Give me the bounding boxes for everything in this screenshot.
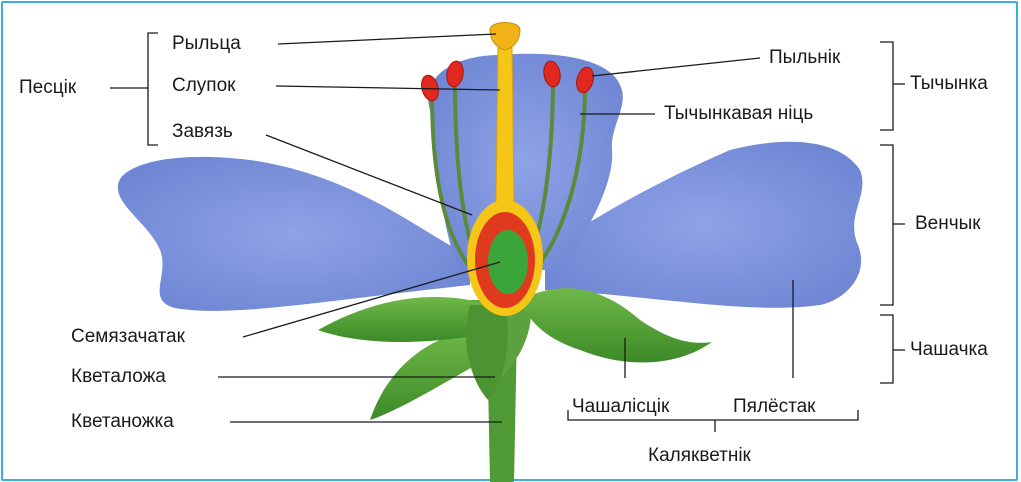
label-perianth: Калякветнік	[648, 445, 751, 467]
ovule	[488, 230, 528, 294]
style	[496, 48, 514, 205]
venchyk-bracket	[880, 145, 893, 305]
chashachka-bracket	[880, 315, 893, 383]
label-ovary: Завязь	[172, 121, 233, 143]
label-petal: Пялёстак	[733, 396, 815, 418]
label-pistil: Песцік	[19, 77, 76, 99]
pescik-bracket	[148, 33, 158, 145]
label-style: Слупок	[172, 75, 235, 97]
tychynka-bracket	[880, 42, 893, 130]
label-pedicel: Кветаножка	[71, 411, 174, 433]
rylca-line	[278, 34, 496, 44]
sepal-left	[318, 297, 490, 342]
label-sepal: Чашалісцік	[572, 396, 669, 418]
label-stamen: Тычынка	[910, 73, 988, 95]
label-ovule: Семязачатак	[71, 326, 185, 348]
label-stigma: Рыльца	[172, 33, 241, 55]
left-petal	[118, 157, 470, 311]
label-filament: Тычынкавая ніць	[664, 103, 813, 125]
label-calyx: Чашачка	[910, 339, 988, 361]
label-corolla: Венчык	[915, 213, 981, 235]
pylnik-line	[592, 58, 760, 76]
label-receptacle: Кветаложа	[71, 366, 166, 388]
label-anther: Пыльнік	[769, 47, 840, 69]
stigma	[490, 23, 520, 51]
